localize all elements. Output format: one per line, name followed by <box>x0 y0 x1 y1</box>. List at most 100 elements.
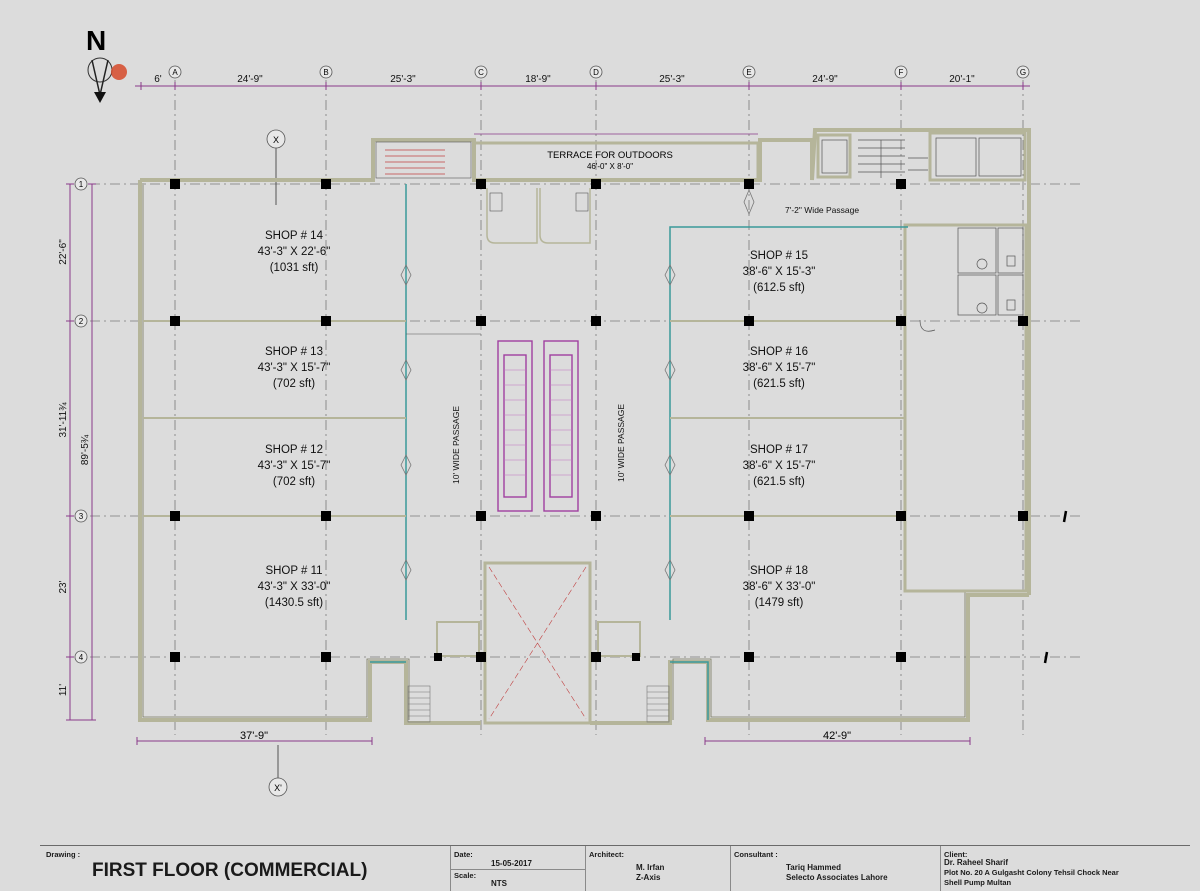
drawing-cell: Drawing : FIRST FLOOR (COMMERCIAL) <box>40 846 450 891</box>
service-block <box>816 131 1028 593</box>
title-block: Drawing : FIRST FLOOR (COMMERCIAL) Date:… <box>40 845 1190 891</box>
atrium-opening <box>483 561 592 725</box>
structural-columns <box>170 179 1028 662</box>
shop-13-name: SHOP # 13 <box>265 346 323 358</box>
stair-left <box>385 149 445 175</box>
shop-14-area: (1031 sft) <box>270 262 319 274</box>
grid-label-1: 1 <box>79 180 84 189</box>
grid-label-4: 4 <box>79 653 84 662</box>
terrace-size: 46'-0" X 8'-0" <box>587 162 633 171</box>
escalators <box>497 340 579 512</box>
grid-marker-b: B <box>319 65 333 79</box>
passage-walls <box>370 184 908 720</box>
shop-18-size: 38'-6" X 33'-0" <box>743 581 816 593</box>
section-top-label: X <box>273 135 279 145</box>
shop-18-area: (1479 sft) <box>755 597 804 609</box>
shop-12-name: SHOP # 12 <box>265 444 323 456</box>
consultant-label: Consultant : <box>734 850 778 859</box>
section-mark-top: X <box>266 129 286 205</box>
outer-walls-edge <box>142 183 966 720</box>
dim-left-total: 89'-5¾ <box>80 434 91 465</box>
grid-label-g: G <box>1020 68 1026 77</box>
lift-right <box>821 137 1022 177</box>
shop-16: SHOP # 16 38'-6" X 15'-7" (621.5 sft) <box>743 346 816 390</box>
outer-walls <box>138 128 1031 725</box>
architect-cell: Architect: M. Irfan Z-Axis <box>585 846 731 891</box>
drawing-label: Drawing : <box>46 850 81 859</box>
date-value: 15-05-2017 <box>491 859 532 868</box>
dim-left-4: 11' <box>58 684 69 696</box>
escalator-steps <box>504 369 572 476</box>
shop-partitions <box>143 320 905 517</box>
dim-bottom-left: 37'-9" <box>240 730 268 742</box>
shop-18: SHOP # 18 38'-6" X 33'-0" (1479 sft) <box>743 565 816 609</box>
dim-top-3: 25'-3" <box>390 74 416 85</box>
north-arrow-icon: N <box>86 25 127 103</box>
architect-firm: Z-Axis <box>636 873 661 882</box>
consultant-cell: Consultant : Tariq Hammed Selecto Associ… <box>730 846 941 891</box>
shop-16-area: (621.5 sft) <box>753 378 805 390</box>
dim-top-5: 25'-3" <box>659 74 685 85</box>
shop-11-size: 43'-3" X 33'-0" <box>258 581 331 593</box>
shop-14-size: 43'-3" X 22'-6" <box>258 246 331 258</box>
shop-15: SHOP # 15 38'-6" X 15'-3" (612.5 sft) <box>743 250 816 294</box>
passage-labels: 7'-2" Wide Passage 10' WIDE PASSAGE 10' … <box>451 205 859 484</box>
shop-17-size: 38'-6" X 15'-7" <box>743 460 816 472</box>
top-dimensions: 6' 24'-9" 25'-3" 18'-9" 25'-3" 24'-9" 20… <box>135 74 1030 90</box>
consultant-name: Tariq Hammed <box>786 863 841 872</box>
client-name: Dr. Raheel Sharif <box>944 858 1009 867</box>
grid-marker-4: 4 <box>74 650 88 664</box>
grid-marker-1: 1 <box>74 177 88 191</box>
grid-marker-c: C <box>474 65 488 79</box>
dim-top-6: 24'-9" <box>812 74 838 85</box>
dim-left-1: 22'-6" <box>58 239 69 265</box>
lower-stairs <box>407 685 670 723</box>
dim-top-4: 18'-9" <box>525 74 551 85</box>
shop-12-area: (702 sft) <box>273 476 315 488</box>
date-cell: Date: 15-05-2017 Scale: NTS <box>450 846 586 891</box>
grid-marker-e: E <box>742 65 756 79</box>
client-cell: Client: Dr. Raheel Sharif Plot No. 20 A … <box>940 846 1191 891</box>
shop-15-area: (612.5 sft) <box>753 282 805 294</box>
passage-left-label: 10' WIDE PASSAGE <box>451 406 461 484</box>
shop-16-size: 38'-6" X 15'-7" <box>743 362 816 374</box>
dim-top-1: 6' <box>154 74 162 85</box>
bottom-dimensions: 37'-9" 42'-9" <box>136 730 971 745</box>
shop-14-name: SHOP # 14 <box>265 230 324 242</box>
shop-15-name: SHOP # 15 <box>750 250 808 262</box>
shop-17-area: (621.5 sft) <box>753 476 805 488</box>
north-label: N <box>86 25 106 56</box>
shop-13: SHOP # 13 43'-3" X 15'-7" (702 sft) <box>258 346 331 390</box>
stair-right <box>858 139 928 178</box>
drawing-title: FIRST FLOOR (COMMERCIAL) <box>92 860 368 881</box>
grid-label-2: 2 <box>79 317 84 326</box>
grid-marker-3: 3 <box>74 509 88 523</box>
grid-label-f: F <box>899 68 904 77</box>
shop-17-name: SHOP # 17 <box>750 444 808 456</box>
grid-column-markers: A B C D E F G <box>168 65 1030 79</box>
shop-14: SHOP # 14 43'-3" X 22'-6" (1031 sft) <box>258 230 331 274</box>
passage-top-label: 7'-2" Wide Passage <box>785 205 859 215</box>
scale-label: Scale: <box>454 871 477 880</box>
grid-marker-f: F <box>894 65 908 79</box>
shop-13-area: (702 sft) <box>273 378 315 390</box>
grid-label-b: B <box>323 68 328 77</box>
shop-16-name: SHOP # 16 <box>750 346 808 358</box>
shop-12-size: 43'-3" X 15'-7" <box>258 460 331 472</box>
grid-label-c: C <box>478 68 484 77</box>
grid-marker-a: A <box>168 65 182 79</box>
dim-left-3: 23' <box>58 580 69 593</box>
client-label: Client: <box>944 850 968 859</box>
section-mark-bottom: X' <box>268 745 288 797</box>
shop-11: SHOP # 11 43'-3" X 33'-0" (1430.5 sft) <box>258 565 331 609</box>
wall-markers <box>400 188 755 581</box>
section-bottom-label: X' <box>274 783 282 793</box>
floor-plan: N A B C D E F G 1 2 3 4 <box>58 25 1080 797</box>
dim-top-7: 20'-1" <box>949 74 975 85</box>
shop-labels: SHOP # 14 43'-3" X 22'-6" (1031 sft) SHO… <box>258 230 816 609</box>
shop-18-name: SHOP # 18 <box>750 565 808 577</box>
grid-label-3: 3 <box>79 512 84 521</box>
grid-label-e: E <box>746 68 751 77</box>
passage-right-label: 10' WIDE PASSAGE <box>616 404 626 482</box>
scale-value: NTS <box>491 879 507 888</box>
